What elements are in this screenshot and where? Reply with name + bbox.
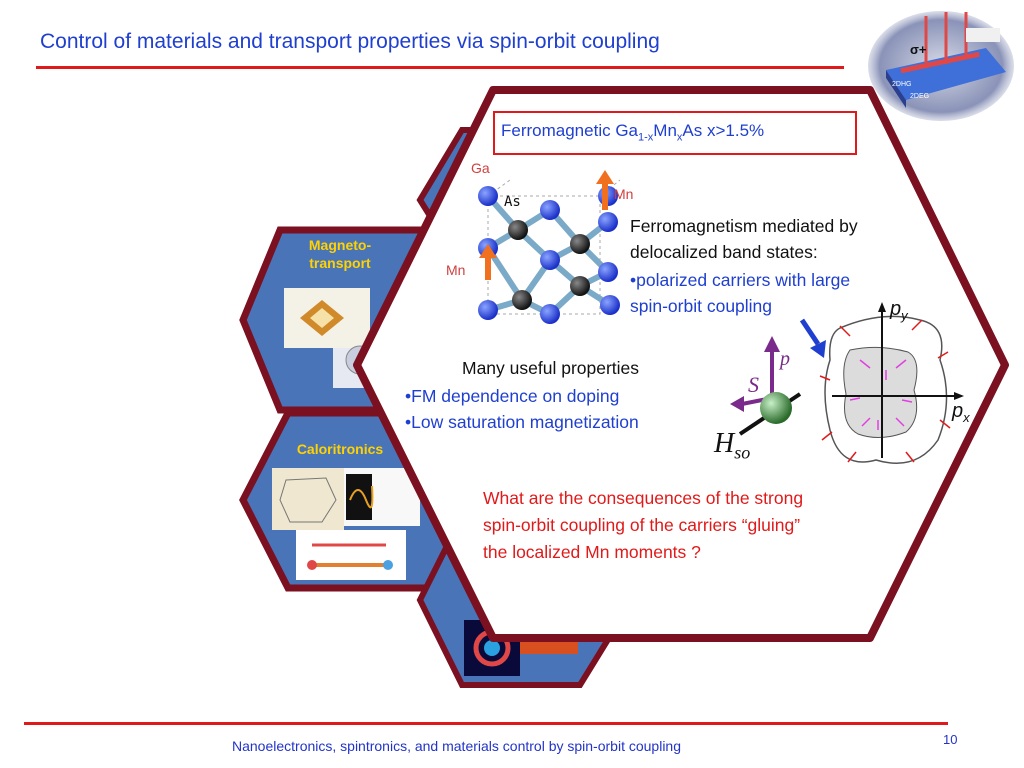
mn-spin-arrow-top	[596, 170, 614, 210]
axis-py-label: py	[890, 298, 908, 323]
thumb-2deg: 2DEG	[910, 93, 929, 100]
question-line-2: spin-orbit coupling of the carriers “glu…	[483, 515, 801, 535]
atom-label-as: As	[504, 194, 521, 210]
spin-orbit-diagram	[730, 302, 964, 464]
question-line-3: the localized Mn moments ?	[483, 542, 701, 562]
momentum-label: p	[780, 348, 790, 370]
footer-text: Nanoelectronics, spintronics, and materi…	[232, 738, 681, 754]
thumb-2dhg: 2DHG	[892, 81, 911, 88]
props-item-2: •Low saturation magnetization	[405, 412, 639, 432]
thumb-sigma-label: σ+	[910, 42, 927, 57]
magneto-label-line1: Magneto-	[308, 237, 372, 253]
props-item-1: •FM dependence on doping	[405, 386, 620, 406]
material-box: Ferromagnetic Ga1-xMnxAs x>1.5%	[493, 111, 857, 155]
fm-bullet-1: •polarized carriers with large	[630, 270, 851, 290]
fm-line-2: delocalized band states:	[630, 242, 818, 262]
atom-label-mn-top: Mn	[614, 186, 634, 202]
calori-image-3	[296, 530, 406, 580]
magneto-label-line2: transport	[309, 255, 371, 271]
slide-title: Control of materials and transport prope…	[40, 30, 660, 53]
caloritronics-label: Caloritronics	[296, 441, 384, 457]
title-underline	[36, 66, 844, 69]
hso-label: Hso	[714, 428, 751, 463]
axis-px-label: px	[952, 400, 970, 425]
calori-image-1	[272, 468, 344, 530]
crystal-structure	[478, 170, 621, 324]
page-number: 10	[943, 732, 958, 747]
fm-line-1: Ferromagnetism mediated by	[630, 216, 858, 236]
atom-label-mn-left: Mn	[446, 262, 466, 278]
spin-label: S	[748, 372, 759, 397]
question-line-1: What are the consequences of the strong	[483, 488, 804, 508]
atom-label-ga: Ga	[471, 160, 490, 176]
footer-rule	[24, 722, 948, 725]
props-header: Many useful properties	[462, 358, 640, 378]
fm-bullet-2: spin-orbit coupling	[630, 296, 773, 316]
mn-spin-arrow-left	[479, 244, 497, 280]
device-thumbnail: σ+ 2DHG 2DEG	[868, 11, 1014, 121]
